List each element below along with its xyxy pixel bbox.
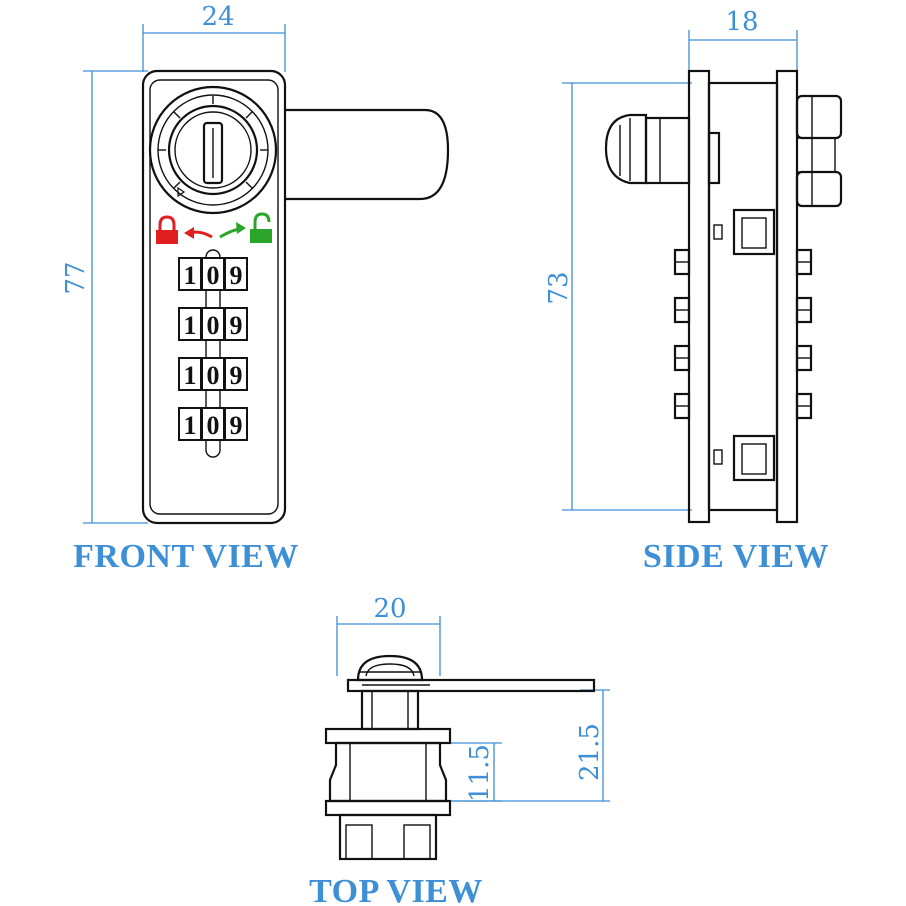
lock-body-inner [149, 79, 279, 515]
side-width-label: 18 [725, 7, 758, 37]
dial-digit: 9 [230, 361, 243, 390]
dial-digit-cell [224, 307, 248, 341]
locked-padlock-icon [156, 215, 178, 244]
top-view-label: TOP VIEW [309, 873, 483, 906]
side-dial-knob [673, 296, 691, 324]
dial-digit: 1 [184, 311, 197, 340]
dial-slot [205, 249, 221, 458]
side-dial-knob [673, 248, 691, 276]
side-key-head [604, 113, 721, 185]
side-dial-knobs-back [795, 248, 813, 420]
side-cam-block [795, 94, 843, 208]
top-cam-plate [346, 678, 596, 693]
top-view: 20 11.5 21.5 [309, 594, 610, 906]
lock-body [141, 69, 287, 525]
top-flange [324, 727, 452, 745]
dial-digit: 9 [230, 411, 243, 440]
left-arrow-icon [184, 227, 213, 239]
side-dial-knobs-front [673, 248, 691, 420]
side-front-plate [687, 69, 711, 524]
side-view-label: SIDE VIEW [643, 538, 829, 575]
side-lower-clip [713, 434, 776, 482]
side-height-dimension: 73 [544, 82, 692, 511]
dial-digit: 1 [184, 361, 197, 390]
top-base-plate [324, 799, 452, 817]
top-key-head [356, 654, 424, 682]
side-height-label: 73 [544, 271, 574, 304]
right-arrow-icon [219, 222, 246, 239]
front-width-dimension: 24 [142, 2, 286, 72]
top-body [328, 741, 448, 803]
side-back-plate [775, 69, 799, 524]
unlocked-padlock-icon [250, 212, 272, 243]
dial-digit: 9 [230, 261, 243, 290]
side-dial-knob [795, 296, 813, 324]
dial-digit-cell [224, 257, 248, 291]
dial-digit: 0 [207, 311, 220, 340]
dial-digit-cell [224, 357, 248, 391]
top-nut [338, 813, 438, 861]
front-width-label: 24 [201, 2, 234, 32]
front-view-label: FRONT VIEW [73, 538, 299, 575]
top-neck [360, 689, 420, 731]
key-cylinder [148, 85, 278, 215]
keyway [202, 121, 224, 185]
front-height-label: 77 [61, 261, 91, 294]
top-width-label: 20 [373, 594, 406, 624]
dial-digit: 0 [207, 361, 220, 390]
top-outer-dimension: 21.5 [452, 689, 610, 802]
dial-digit: 0 [207, 261, 220, 290]
dial-digit: 1 [184, 261, 197, 290]
dial-digit: 9 [230, 311, 243, 340]
cam-arm [285, 108, 450, 201]
dial-digit-cell [224, 407, 248, 441]
side-upper-clip [713, 208, 776, 256]
side-dial-knob [795, 248, 813, 276]
side-dial-knob [673, 344, 691, 372]
side-dial-knob [795, 392, 813, 420]
front-height-dimension: 77 [61, 70, 148, 524]
top-inner-label: 11.5 [465, 744, 495, 802]
top-outer-label: 21.5 [575, 723, 605, 781]
front-view: 24 77 [61, 2, 450, 575]
dial-digit: 0 [207, 411, 220, 440]
dial-digit: 1 [184, 411, 197, 440]
side-dial-knob [795, 344, 813, 372]
side-width-dimension: 18 [688, 7, 798, 74]
side-view: 18 73 [544, 7, 843, 575]
top-inner-dimension: 11.5 [448, 742, 502, 802]
top-width-dimension: 20 [336, 594, 441, 676]
side-dial-knob [673, 392, 691, 420]
